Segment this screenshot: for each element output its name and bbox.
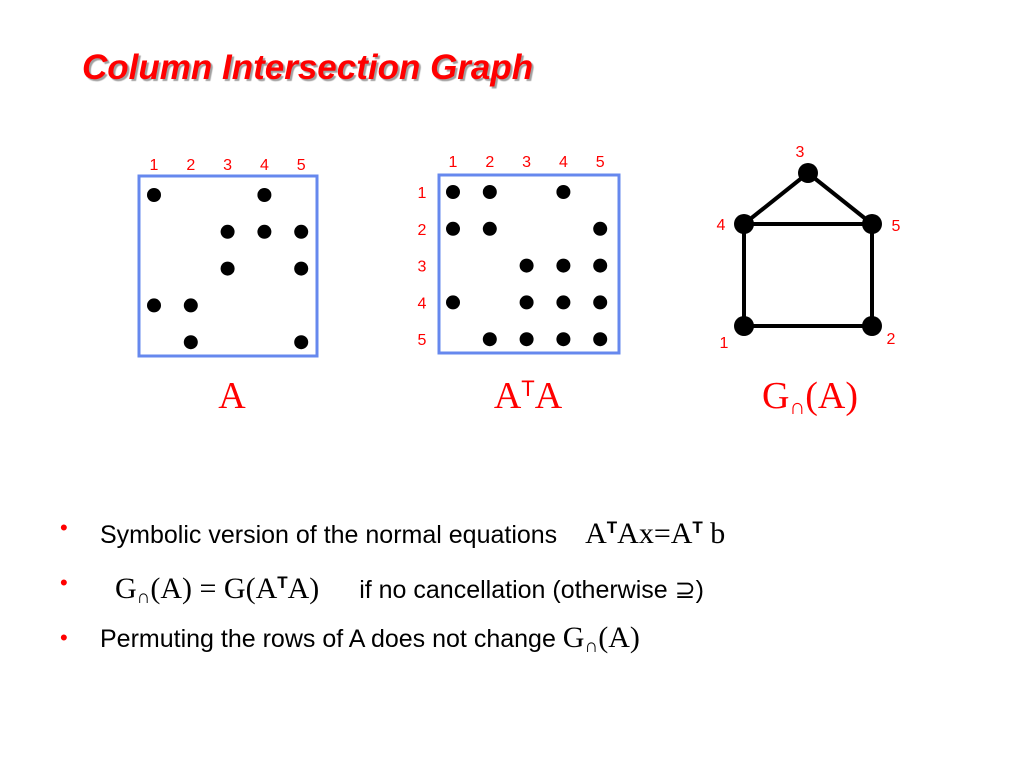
- graph-caption-tail: (A): [805, 375, 858, 417]
- matrix-ata-caption-tail: A: [535, 375, 563, 417]
- matrix-a-nonzero-dot: [220, 261, 235, 276]
- bullet-3-text: Permuting the rows of A does not change: [100, 625, 563, 653]
- matrix-ata-nonzero-dot: [556, 295, 571, 310]
- matrix-ata-nonzero-dot: [446, 295, 460, 310]
- matrix-a-col-label: 5: [297, 157, 306, 174]
- matrix-ata-nonzero-dot: [593, 332, 608, 347]
- matrix-ata-nonzero-dot: [556, 185, 571, 199]
- graph-node: [862, 316, 882, 336]
- graph-caption-base: G: [762, 375, 789, 417]
- matrix-a-col-label: 2: [186, 157, 195, 174]
- matrix-ata-nonzero-dot: [556, 332, 571, 347]
- graph-edge: [806, 171, 874, 226]
- matrix-ata-nonzero-dot: [482, 221, 497, 236]
- bullet-2-text: if no cancellation (otherwise: [359, 576, 675, 604]
- graph-node-label: 4: [717, 217, 726, 234]
- matrix-a-nonzero-dot: [147, 188, 161, 202]
- graph-node-label: 3: [796, 144, 805, 161]
- matrix-ata-row-label: 3: [418, 259, 427, 276]
- graph-node-label: 1: [720, 335, 729, 352]
- matrix-a-nonzero-dot: [147, 298, 161, 313]
- matrix-a-col-label: 3: [223, 157, 232, 174]
- graph-node: [862, 214, 882, 234]
- matrix-ata-col-label: 5: [596, 154, 605, 171]
- matrix-a-frame: [137, 174, 319, 358]
- normal-equation: ATAx=AT b: [585, 517, 726, 550]
- bullet-dot: •: [60, 570, 68, 595]
- bullet-dot: •: [60, 515, 68, 540]
- matrix-ata-nonzero-dot: [556, 258, 571, 273]
- graph-symbol: G∩(A): [562, 621, 640, 657]
- matrix-ata-row-label: 2: [418, 222, 427, 239]
- matrix-ata-caption-base: A: [494, 375, 522, 417]
- bullet-item-3: • Permuting the rows of A does not chang…: [60, 615, 725, 670]
- matrix-ata-nonzero-dot: [593, 221, 608, 236]
- matrix-a-nonzero-dot: [220, 224, 235, 239]
- graph-caption: G∩(A): [762, 375, 858, 419]
- matrix-a-col-label: 4: [260, 157, 269, 174]
- matrix-ata-nonzero-dot: [446, 185, 460, 199]
- matrix-ata-row-label: 5: [418, 332, 427, 349]
- graph-caption-sub: ∩: [789, 394, 805, 419]
- slide-title: Column Intersection Graph: [82, 48, 534, 87]
- graph-edge: [742, 171, 810, 226]
- matrix-a-nonzero-dot: [183, 335, 198, 350]
- graph-node-label: 5: [892, 218, 901, 235]
- matrix-ata-frame: [437, 173, 621, 355]
- bullet-item-1: • Symbolic version of the normal equatio…: [60, 505, 725, 560]
- matrix-a-caption: A: [218, 375, 246, 417]
- matrix-a-nonzero-dot: [183, 298, 198, 313]
- matrix-a-col-label: 1: [150, 157, 159, 174]
- matrix-ata-caption-sup: T: [521, 376, 534, 401]
- matrix-a-nonzero-dot: [257, 188, 272, 202]
- matrix-a-nonzero-dot: [257, 224, 272, 239]
- matrix-ata-col-label: 1: [449, 154, 458, 171]
- superset-symbol: ⊇: [674, 576, 696, 604]
- graph-node: [798, 163, 818, 183]
- bullet-1-text: Symbolic version of the normal equations: [100, 521, 558, 549]
- matrix-ata-nonzero-dot: [446, 221, 460, 236]
- matrix-ata-caption: ATA: [494, 375, 563, 417]
- bullet-dot: •: [60, 625, 68, 650]
- matrix-ata-nonzero-dot: [519, 295, 534, 310]
- graph-equality: G∩(A) = G(ATA): [114, 572, 320, 608]
- graph-node-label: 2: [887, 331, 896, 348]
- matrix-ata-nonzero-dot: [519, 258, 534, 273]
- intersection-graph: 1 2 3 4 5: [717, 144, 901, 352]
- matrix-ata-col-label: 2: [485, 154, 494, 171]
- graph-node: [734, 214, 754, 234]
- bullet-list: • Symbolic version of the normal equatio…: [60, 505, 725, 670]
- matrix-a: 1 2 3 4 5: [137, 157, 319, 358]
- matrix-ata-nonzero-dot: [593, 258, 608, 273]
- graph-node: [734, 316, 754, 336]
- bullet-item-2: • G∩(A) = G(ATA) if no cancellation (oth…: [60, 560, 725, 615]
- matrix-ata: 1 2 3 4 5 1 2 3 4 5: [418, 154, 621, 355]
- matrix-ata-row-label: 4: [418, 295, 427, 312]
- matrix-a-nonzero-dot: [294, 224, 309, 239]
- matrix-ata-nonzero-dot: [519, 332, 534, 347]
- matrix-ata-nonzero-dot: [593, 295, 608, 310]
- matrix-ata-nonzero-dot: [482, 332, 497, 347]
- matrix-ata-col-label: 3: [522, 154, 531, 171]
- matrix-ata-col-label: 4: [559, 154, 568, 171]
- matrix-a-nonzero-dot: [294, 261, 309, 276]
- matrix-ata-row-label: 1: [418, 185, 427, 202]
- matrix-ata-nonzero-dot: [482, 185, 497, 199]
- matrix-a-nonzero-dot: [294, 335, 309, 350]
